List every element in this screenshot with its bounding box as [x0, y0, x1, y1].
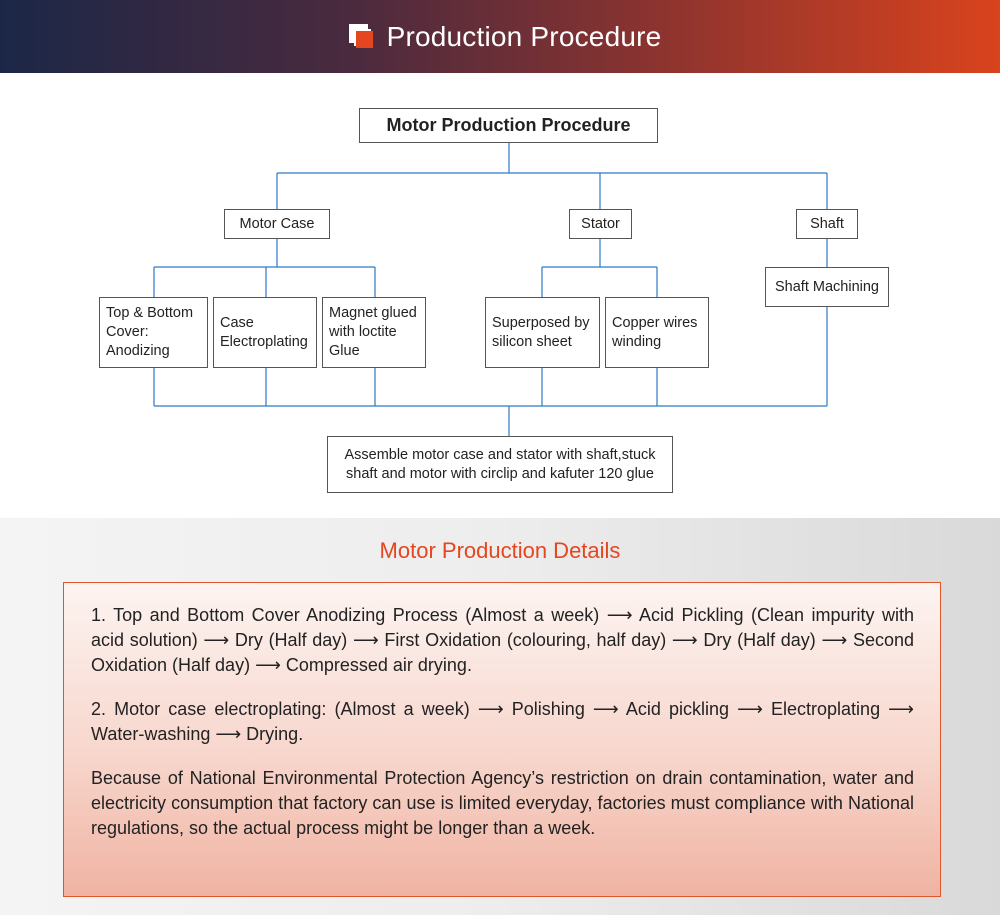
anodizing-node: Top & Bottom Cover: Anodizing [99, 297, 208, 368]
electroplating-node: Case Electroplating [213, 297, 317, 368]
silicon-sheet-node: Superposed by silicon sheet [485, 297, 600, 368]
shaft-machining-node: Shaft Machining [765, 267, 889, 307]
page-header: Production Procedure [0, 0, 1000, 73]
copper-winding-node: Copper wires winding [605, 297, 709, 368]
details-paragraph-regulations: Because of National Environmental Protec… [91, 768, 914, 838]
assembly-node: Assemble motor case and stator with shaf… [327, 436, 673, 493]
motor-case-node: Motor Case [224, 209, 330, 239]
details-paragraph-electroplating: 2. Motor case electroplating: (Almost a … [91, 699, 914, 744]
icon-front-square [355, 30, 373, 48]
overlapping-squares-icon [348, 23, 375, 50]
details-paragraph-anodizing: 1. Top and Bottom Cover Anodizing Proces… [91, 605, 914, 675]
details-title: Motor Production Details [379, 538, 621, 563]
details-box: 1. Top and Bottom Cover Anodizing Proces… [63, 582, 941, 897]
header-inner: Production Procedure [348, 20, 662, 53]
shaft-node: Shaft [796, 209, 858, 239]
root-node: Motor Production Procedure [359, 108, 658, 143]
flowchart: Motor Production Procedure Motor Case St… [0, 73, 1000, 518]
magnet-glue-node: Magnet glued with loctite Glue [322, 297, 426, 368]
flowchart-connectors [153, 143, 828, 436]
stator-node: Stator [569, 209, 632, 239]
page-title: Production Procedure [386, 20, 662, 52]
